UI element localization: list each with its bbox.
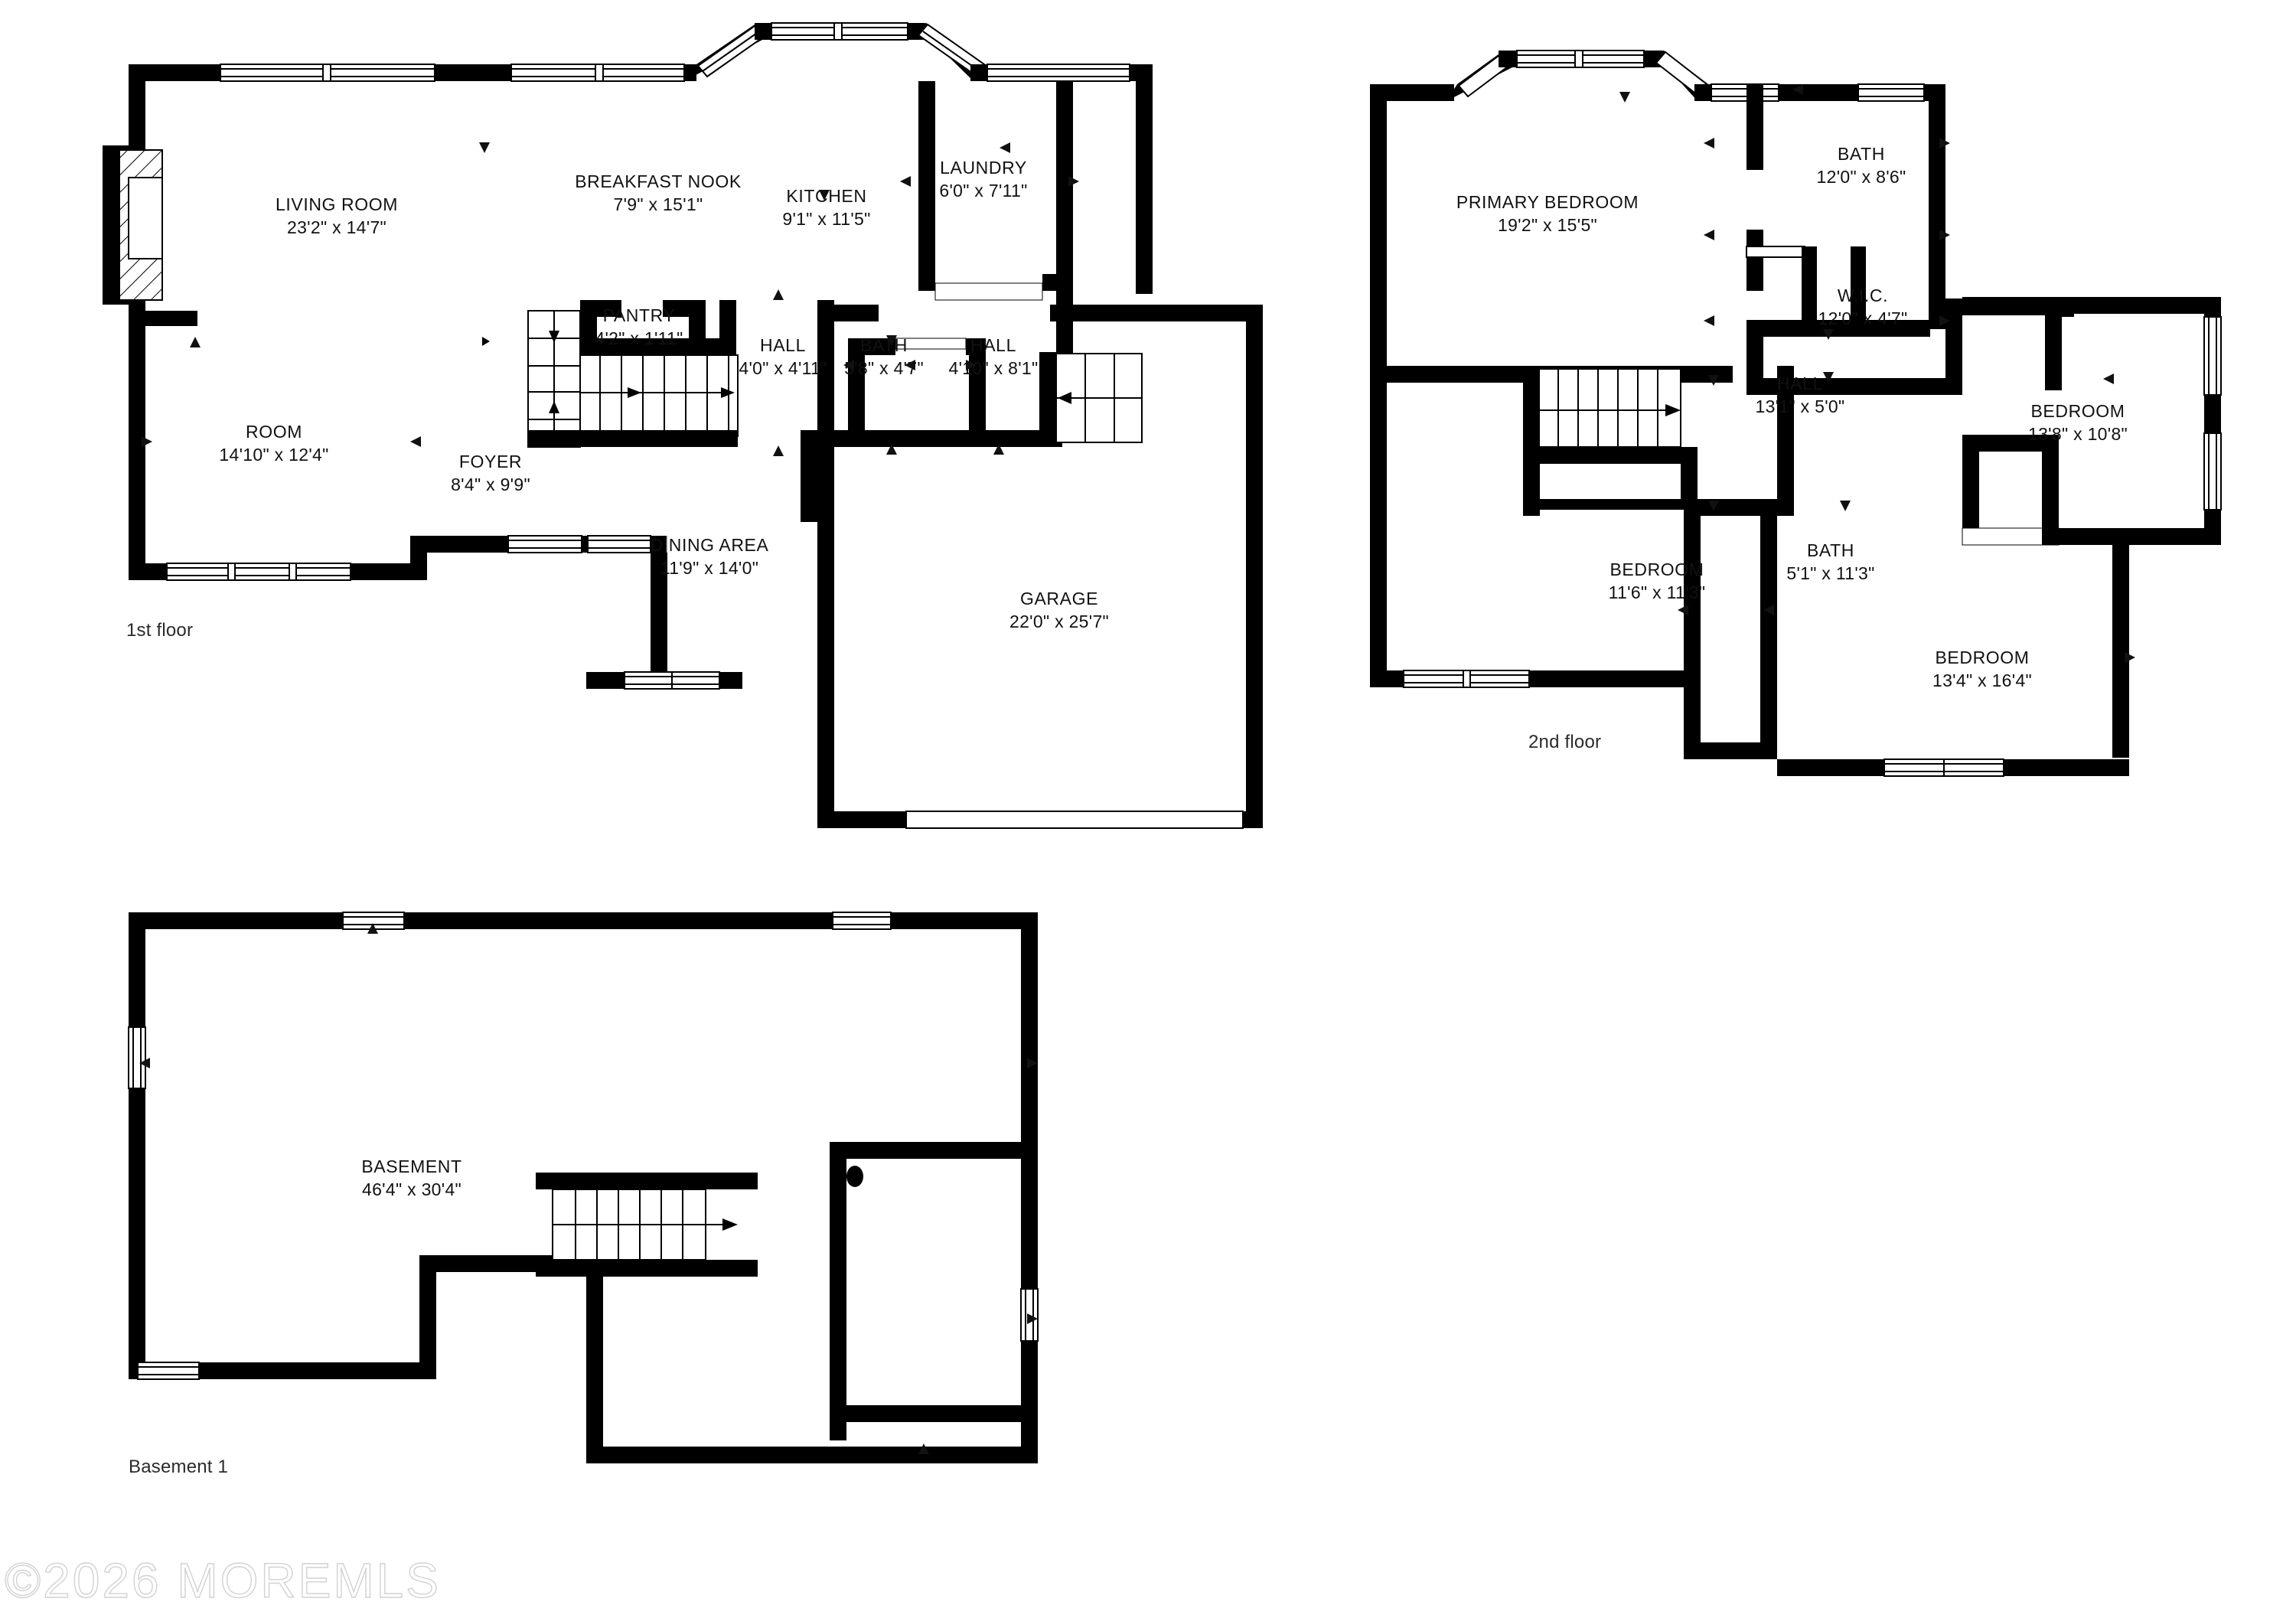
- room-label-living-room: LIVING ROOM 23'2" x 14'7": [276, 194, 398, 240]
- first-floor-walls: [103, 22, 1263, 829]
- floor-caption-basement: Basement 1: [129, 1457, 229, 1477]
- room-label-pantry: PANTRY 4'2" x 1'11": [595, 305, 683, 351]
- room-label-dining-area: DINING AREA 11'9" x 14'0": [651, 534, 769, 580]
- room-name: LAUNDRY: [940, 158, 1027, 178]
- room-label-room: ROOM 14'10" x 12'4": [219, 421, 328, 467]
- room-name: KITCHEN: [786, 186, 867, 207]
- second-floor-plan: [1370, 50, 2222, 777]
- room-name: LIVING ROOM: [276, 194, 398, 215]
- room-label-kitchen: KITCHEN 9'1" x 11'5": [782, 185, 870, 231]
- room-name: FOYER: [458, 452, 523, 472]
- room-label-bedroom-4: BEDROOM 13'4" x 16'4": [1932, 647, 2032, 693]
- room-dimensions: 4'0" x 4'11": [739, 358, 827, 378]
- room-label-wic: W.I.C. 12'0" x 4'7": [1818, 285, 1908, 331]
- room-name: HALL: [760, 335, 806, 356]
- room-name: BEDROOM: [1609, 559, 1704, 580]
- room-label-basement: BASEMENT 46'4" x 30'4": [361, 1156, 461, 1202]
- room-name: PANTRY: [602, 305, 676, 326]
- floor-caption-second: 2nd floor: [1528, 732, 1602, 752]
- room-name: HALL: [970, 335, 1016, 356]
- room-label-bath-upstairs: BATH 5'1" x 11'3": [1786, 540, 1874, 586]
- room-dimensions: 19'2" x 15'5": [1497, 215, 1598, 235]
- basement-plan: [128, 912, 1039, 1463]
- room-label-breakfast-nook: BREAKFAST NOOK 7'9" x 15'1": [575, 171, 742, 217]
- room-name: BATH: [1806, 540, 1855, 561]
- room-dimensions: 13'8" x 10'8": [2027, 424, 2128, 444]
- room-dimensions: 11'6" x 11'3": [1608, 582, 1706, 602]
- room-name: GARAGE: [1019, 589, 1099, 609]
- room-name: DINING AREA: [650, 535, 769, 556]
- room-dimensions: 6'0" x 7'11": [939, 181, 1028, 201]
- room-label-bedroom-2: BEDROOM 13'8" x 10'8": [2028, 400, 2128, 446]
- room-name: HALL: [1777, 374, 1823, 394]
- room-label-hall-upstairs: HALL 13'1" x 5'0": [1756, 373, 1845, 419]
- room-dimensions: 5'8" x 4'7": [844, 358, 924, 378]
- room-name: ROOM: [246, 422, 302, 442]
- room-label-hall-2: HALL 4'10" x 8'1": [949, 334, 1039, 380]
- first-floor-plan: [103, 22, 1263, 829]
- door-tick-marks: [139, 84, 2135, 1454]
- copyright-watermark: ©2026 MOREMLS: [4, 1552, 441, 1608]
- room-label-bedroom-3: BEDROOM 11'6" x 11'3": [1609, 559, 1706, 605]
- room-label-hall-1: HALL 4'0" x 4'11": [739, 334, 827, 380]
- room-name: BEDROOM: [2030, 401, 2125, 422]
- room-label-bath-1: BATH 5'8" x 4'7": [844, 334, 924, 380]
- room-dimensions: 46'4" x 30'4": [361, 1179, 462, 1199]
- room-dimensions: 5'1" x 11'3": [1786, 563, 1875, 583]
- room-dimensions: 13'4" x 16'4": [1932, 670, 2033, 690]
- room-label-foyer: FOYER 8'4" x 9'9": [451, 451, 530, 497]
- room-dimensions: 11'9" x 14'0": [660, 558, 759, 578]
- room-dimensions: 4'2" x 1'11": [595, 328, 683, 348]
- room-name: BREAKFAST NOOK: [575, 171, 742, 192]
- room-name: BASEMENT: [361, 1156, 462, 1177]
- room-dimensions: 12'0" x 8'6": [1816, 167, 1906, 187]
- room-dimensions: 12'0" x 4'7": [1818, 308, 1908, 328]
- room-label-laundry: LAUNDRY 6'0" x 7'11": [939, 157, 1027, 203]
- room-label-garage: GARAGE 22'0" x 25'7": [1009, 588, 1109, 634]
- room-dimensions: 4'10" x 8'1": [948, 358, 1039, 378]
- room-dimensions: 13'1" x 5'0": [1755, 396, 1845, 416]
- room-dimensions: 22'0" x 25'7": [1009, 612, 1110, 631]
- room-name: BEDROOM: [1935, 648, 2030, 668]
- room-dimensions: 9'1" x 11'5": [782, 209, 871, 229]
- room-name: BATH: [859, 335, 908, 356]
- room-label-primary-bath: BATH 12'0" x 8'6": [1817, 143, 1906, 189]
- room-label-primary-bedroom: PRIMARY BEDROOM 19'2" x 15'5": [1456, 191, 1639, 237]
- room-name: PRIMARY BEDROOM: [1456, 192, 1639, 213]
- room-name: BATH: [1837, 144, 1886, 165]
- room-dimensions: 14'10" x 12'4": [219, 445, 329, 465]
- room-name: W.I.C.: [1837, 285, 1889, 306]
- floor-caption-first: 1st floor: [126, 620, 194, 641]
- room-dimensions: 7'9" x 15'1": [613, 194, 703, 214]
- room-dimensions: 8'4" x 9'9": [451, 475, 530, 494]
- room-dimensions: 23'2" x 14'7": [286, 217, 387, 237]
